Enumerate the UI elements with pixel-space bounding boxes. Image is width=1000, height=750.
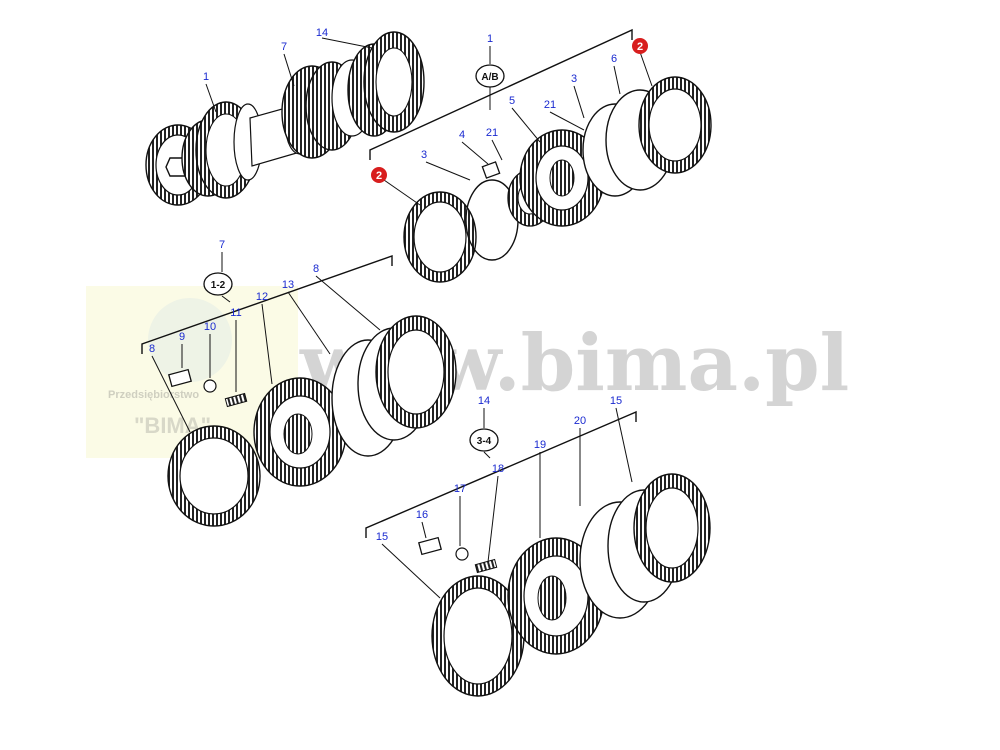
ab-synchronizer-assembly <box>369 28 712 283</box>
callout-1-shaft: 1 <box>203 71 209 83</box>
ab-key <box>481 161 501 179</box>
highlight-badge-left-text: 2 <box>376 170 382 182</box>
key-3-4 <box>417 536 443 556</box>
callout-1-ab: 1 <box>487 33 493 45</box>
callout-15-left: 15 <box>376 531 388 543</box>
key-1-2 <box>167 368 193 388</box>
group-badge-3-4-text: 3-4 <box>477 436 492 447</box>
bracket-3-4 <box>365 410 637 538</box>
highlight-badge-top-text: 2 <box>637 41 643 53</box>
callout-19: 19 <box>534 439 546 451</box>
highlight-badge-top <box>632 38 648 54</box>
callout-21-a: 21 <box>544 99 556 111</box>
callout-numbers: 1 7 14 1 6 3 5 21 21 4 3 7 8 13 12 11 10… <box>149 27 622 543</box>
callout-21-b: 21 <box>486 127 498 139</box>
callout-17: 17 <box>454 483 466 495</box>
group-badge-1-2-text: 1-2 <box>211 280 226 291</box>
synchronizer-1-2-assembly <box>141 255 457 527</box>
callout-3-right: 3 <box>571 73 577 85</box>
synchronizer-3-4-assembly <box>365 410 711 697</box>
highlight-badges: 2 2 <box>371 38 648 183</box>
spring-1-2 <box>224 392 248 408</box>
callout-8-left: 8 <box>149 343 155 355</box>
callout-6: 6 <box>611 53 617 65</box>
group-badges: A/B 1-2 3-4 <box>203 64 505 452</box>
callout-14-top: 14 <box>316 27 328 39</box>
callout-7-top: 7 <box>281 41 287 53</box>
watermark-logo-emblem <box>148 298 232 382</box>
highlight-badge-left <box>371 167 387 183</box>
callout-9: 9 <box>179 331 185 343</box>
callout-12: 12 <box>256 291 268 303</box>
main-shaft-assembly <box>145 31 425 206</box>
callout-15-right: 15 <box>610 395 622 407</box>
ab-bracket <box>369 28 633 160</box>
leader-lines <box>151 37 653 599</box>
group-badge-1-2 <box>203 272 233 296</box>
callout-16: 16 <box>416 509 428 521</box>
callout-18: 18 <box>492 463 504 475</box>
callout-3-left: 3 <box>421 149 427 161</box>
spring-3-4 <box>474 558 498 574</box>
group-badge-ab-text: A/B <box>481 72 498 83</box>
callout-20: 20 <box>574 415 586 427</box>
watermark-company-text: Przedsiębiorstwo <box>108 389 199 401</box>
callout-7-mid: 7 <box>219 239 225 251</box>
callout-10: 10 <box>204 321 216 333</box>
ball-3-4 <box>455 547 469 561</box>
group-badge-3-4 <box>469 428 499 452</box>
callout-8-top: 8 <box>313 263 319 275</box>
callout-5: 5 <box>509 95 515 107</box>
callout-14-mid: 14 <box>478 395 490 407</box>
ball-1-2 <box>203 379 217 393</box>
callout-4: 4 <box>459 129 465 141</box>
callout-13: 13 <box>282 279 294 291</box>
callout-11: 11 <box>230 307 241 319</box>
bracket-1-2 <box>141 255 393 354</box>
